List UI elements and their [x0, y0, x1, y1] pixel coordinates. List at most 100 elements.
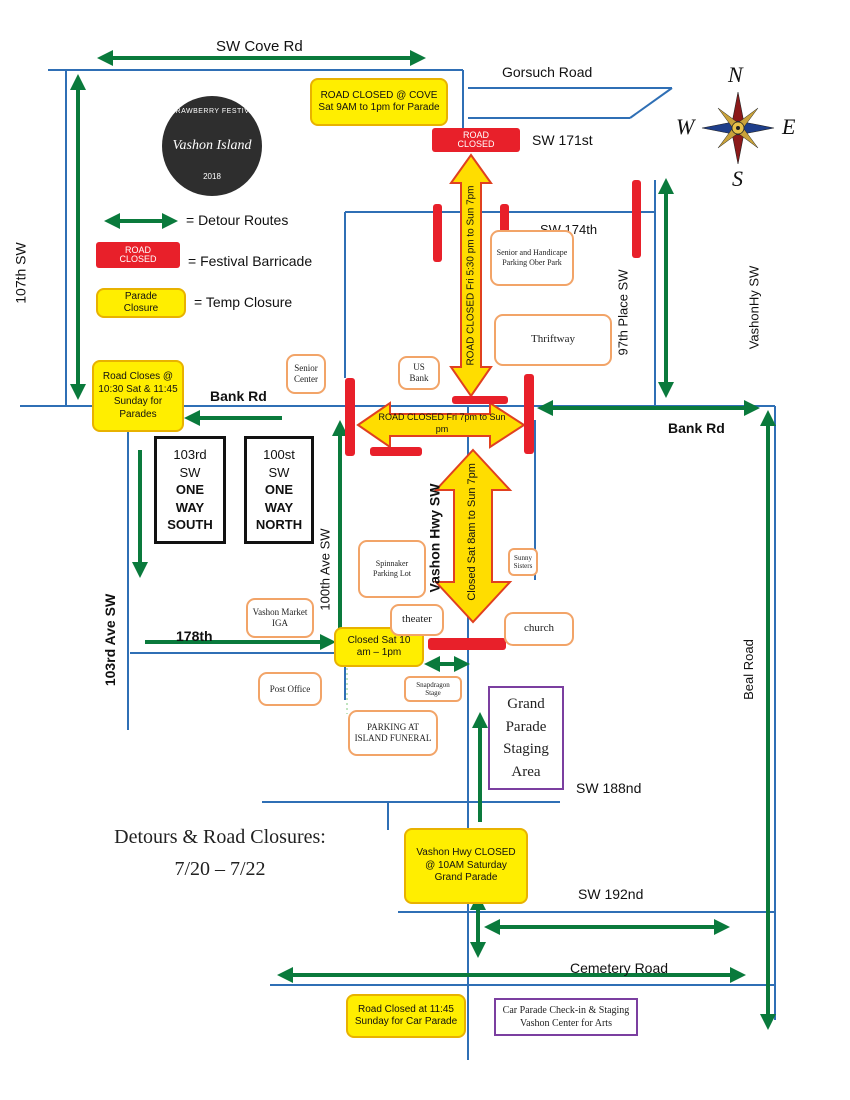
label-bank-rd-west: Bank Rd [210, 388, 267, 404]
barricade-171st-text: ROAD CLOSED [457, 129, 495, 149]
compass-north: N [728, 62, 743, 87]
road-gorsuch-diag [629, 87, 673, 119]
place-spinnaker: Spinnaker Parking Lot [358, 540, 426, 598]
place-theater-text: theater [402, 613, 432, 626]
label-vashon-hwy: Vashon Hwy SW [426, 483, 443, 593]
place-spinnaker-text: Spinnaker Parking Lot [373, 559, 411, 578]
oneway-103rd-line4: WAY [175, 499, 205, 515]
label-sw-171st: SW 171st [532, 132, 593, 148]
legend-temp-sample: Parade Closure [96, 288, 186, 318]
closure-arrows [356, 153, 526, 624]
festival-logo: STRAWBERRY FESTIVAL Vashon Island 2018 [162, 96, 262, 196]
place-senior-parking: Senior and Handicape Parking Ober Park [490, 230, 574, 286]
legend-barricade-sample-text: ROAD CLOSED [119, 244, 157, 264]
barricade-bank-west [345, 378, 355, 456]
logo-top-text: STRAWBERRY FESTIVAL [165, 108, 259, 115]
place-post-office-text: Post Office [269, 683, 311, 694]
map-dates: 7/20 – 7/22 [174, 858, 266, 880]
oneway-103rd: 103rd SW ONE WAY SOUTH [154, 436, 226, 544]
label-vashonhy-sw: VashonHy SW [746, 265, 762, 350]
map-title: Detours & Road Closures: [114, 826, 326, 848]
grand-parade-staging: Grand Parade Staging Area [488, 686, 564, 790]
closure-arrow-north-text: ROAD CLOSED Fri 5:30 pm to Sun 7pm [465, 185, 477, 366]
legend-temp-label: = Temp Closure [194, 294, 293, 310]
grand-parade-staging-text: Grand Parade Staging Area [503, 696, 549, 780]
place-church-text: church [524, 622, 554, 635]
compass-east: E [782, 114, 796, 139]
label-107th-sw: 107th SW [12, 242, 29, 304]
barricade-171st: ROAD CLOSED [432, 128, 520, 152]
place-thriftway: Thriftway [494, 314, 612, 366]
oneway-103rd-line1: 103rd [173, 447, 207, 463]
car-parade-staging-text: Car Parade Check-in & Staging Vashon Cen… [502, 1004, 630, 1030]
logo-name: Vashon Island [172, 138, 252, 153]
oneway-103rd-line5: SOUTH [167, 517, 213, 533]
label-103rd-ave: 103rd Ave SW [102, 593, 119, 687]
barricade-bank-south [370, 447, 422, 456]
label-cove-rd: SW Cove Rd [216, 38, 303, 55]
oneway-100st-line4: WAY [264, 499, 294, 515]
place-theater: theater [390, 604, 444, 636]
label-sw-192nd: SW 192nd [578, 886, 644, 902]
closure-bank-107th-text: Road Closes @ 10:30 Sat & 11:45 Sunday f… [98, 371, 178, 420]
legend-detour-label: = Detour Routes [186, 212, 289, 228]
place-us-bank-text: US Bank [409, 362, 429, 383]
label-100th-ave: 100th Ave SW [317, 528, 333, 611]
place-snapdragon: Snapdragon Stage [404, 676, 462, 702]
place-us-bank: US Bank [398, 356, 440, 390]
place-vashon-market-text: Vashon Market IGA [252, 607, 308, 628]
place-vashon-market: Vashon Market IGA [246, 598, 314, 638]
place-senior-center-text: Senior Center [294, 363, 318, 384]
place-church: church [504, 612, 574, 646]
legend-temp-sample-text: Parade Closure [123, 290, 159, 315]
place-sunny-sisters: Sunny Sisters [508, 548, 538, 576]
closure-arrow-south-text: Closed Sat 8am to Sun 7pm [466, 463, 479, 601]
compass-west: W [676, 114, 695, 139]
closure-grand-parade-text: Vashon Hwy CLOSED @ 10AM Saturday Grand … [416, 847, 516, 884]
car-parade-staging: Car Parade Check-in & Staging Vashon Cen… [494, 998, 638, 1036]
legend-barricade-label: = Festival Barricade [188, 253, 313, 269]
label-178th: 178th [176, 628, 213, 644]
detour-arrows [70, 50, 776, 1030]
label-cemetery-road: Cemetery Road [570, 960, 669, 976]
closure-cove: ROAD CLOSED @ COVE Sat 9AM to 1pm for Pa… [310, 78, 448, 126]
place-post-office: Post Office [258, 672, 322, 706]
place-sunny-sisters-text: Sunny Sisters [513, 553, 533, 570]
oneway-103rd-line3: ONE [175, 482, 205, 498]
closure-cemetery: Road Closed at 11:45 Sunday for Car Para… [346, 994, 466, 1038]
barricade-97th [632, 180, 641, 258]
place-thriftway-text: Thriftway [531, 333, 575, 346]
label-sw-188nd: SW 188nd [576, 780, 642, 796]
oneway-100st-line1: 100st [263, 447, 295, 463]
place-island-funeral: PARKING AT ISLAND FUNERAL [348, 710, 438, 756]
oneway-100st-line5: NORTH [255, 517, 303, 533]
place-island-funeral-text: PARKING AT ISLAND FUNERAL [354, 722, 432, 743]
barricade-174th-west [433, 204, 442, 262]
compass-south: S [732, 166, 743, 191]
compass: N E S W [672, 62, 800, 192]
closure-arrow-bank-text: ROAD CLOSED Fri 7pm to Sun pm [378, 412, 506, 434]
place-snapdragon-text: Snapdragon Stage [416, 680, 450, 697]
closure-arrow-south [433, 448, 513, 624]
closure-bank-107th: Road Closes @ 10:30 Sat & 11:45 Sunday f… [92, 360, 184, 432]
oneway-100st-line3: ONE [264, 482, 294, 498]
label-beal-road: Beal Road [740, 639, 756, 700]
label-gorsuch-road: Gorsuch Road [502, 64, 593, 80]
oneway-103rd-line2: SW [179, 464, 201, 480]
oneway-100st-line2: SW [268, 464, 290, 480]
closure-grand-parade: Vashon Hwy CLOSED @ 10AM Saturday Grand … [404, 828, 528, 904]
legend-barricade-sample: ROAD CLOSED [96, 242, 180, 268]
barricade-bank-north [452, 396, 508, 404]
oneway-100st: 100st SW ONE WAY NORTH [244, 436, 314, 544]
place-senior-parking-text: Senior and Handicape Parking Ober Park [496, 248, 568, 267]
closure-178th-text: Closed Sat 10 am – 1pm [347, 634, 411, 659]
logo-year: 2018 [203, 172, 221, 181]
place-senior-center: Senior Center [286, 354, 326, 394]
closure-cemetery-text: Road Closed at 11:45 Sunday for Car Para… [354, 1003, 458, 1028]
barricade-bank-east [524, 374, 534, 454]
barricade-178th [428, 638, 506, 650]
label-bank-rd-east: Bank Rd [668, 420, 725, 436]
compass-rose [701, 91, 775, 165]
label-97th-place: 97th Place SW [615, 269, 631, 356]
